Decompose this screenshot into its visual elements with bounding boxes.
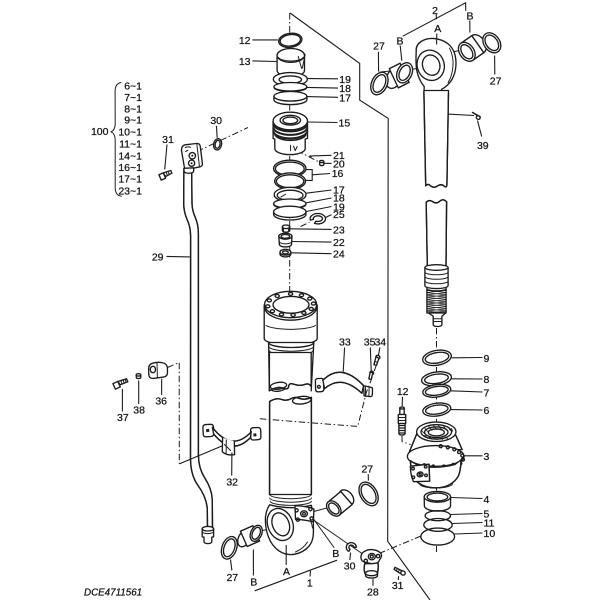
svg-text:13: 13 <box>239 56 251 68</box>
svg-text:B: B <box>332 548 339 560</box>
svg-text:27: 27 <box>226 572 238 584</box>
svg-text:9: 9 <box>484 353 490 365</box>
svg-text:19: 19 <box>333 201 345 213</box>
svg-text:10: 10 <box>484 528 496 540</box>
svg-text:36: 36 <box>155 395 167 407</box>
svg-text:39: 39 <box>477 140 489 152</box>
svg-text:12: 12 <box>239 35 251 47</box>
svg-text:9~1: 9~1 <box>124 114 142 126</box>
svg-text:7~1: 7~1 <box>124 92 142 104</box>
svg-text:22: 22 <box>333 237 345 249</box>
svg-text:31: 31 <box>392 580 404 592</box>
svg-text:5: 5 <box>484 509 490 521</box>
svg-text:23: 23 <box>333 224 345 236</box>
svg-text:B: B <box>250 577 257 589</box>
svg-text:A: A <box>434 23 441 35</box>
svg-text:16~1: 16~1 <box>118 162 142 174</box>
svg-text:6: 6 <box>484 405 490 417</box>
svg-text:14~1: 14~1 <box>118 151 142 163</box>
svg-text:37: 37 <box>117 412 129 424</box>
svg-text:17: 17 <box>333 185 345 197</box>
svg-text:8: 8 <box>484 374 490 386</box>
svg-text:30: 30 <box>210 115 222 127</box>
svg-text:28: 28 <box>367 586 379 598</box>
svg-text:16: 16 <box>332 168 344 180</box>
svg-text:17~1: 17~1 <box>118 173 142 185</box>
svg-text:18: 18 <box>339 83 351 95</box>
svg-text:25: 25 <box>333 209 345 221</box>
svg-text:27: 27 <box>490 76 502 88</box>
svg-text:31: 31 <box>162 134 174 146</box>
svg-text:1: 1 <box>307 577 313 589</box>
svg-text:A: A <box>283 566 290 578</box>
svg-text:23~1: 23~1 <box>118 186 142 198</box>
svg-text:21: 21 <box>333 150 345 162</box>
svg-text:B: B <box>396 36 403 48</box>
svg-text:19: 19 <box>339 74 351 86</box>
svg-text:DCE4711561: DCE4711561 <box>84 587 142 598</box>
svg-text:32: 32 <box>226 476 238 488</box>
svg-text:34: 34 <box>374 337 386 349</box>
svg-text:7: 7 <box>484 388 490 400</box>
svg-text:100: 100 <box>91 126 109 138</box>
svg-text:18: 18 <box>333 193 345 205</box>
svg-text:24: 24 <box>333 249 345 261</box>
svg-text:33: 33 <box>339 337 351 349</box>
svg-text:10~1: 10~1 <box>118 126 142 138</box>
svg-text:35: 35 <box>364 337 376 349</box>
svg-text:3: 3 <box>484 451 490 463</box>
svg-text:11~1: 11~1 <box>119 139 142 151</box>
svg-text:20: 20 <box>333 158 345 170</box>
svg-text:B: B <box>466 11 473 23</box>
svg-text:11: 11 <box>484 518 495 530</box>
svg-text:2: 2 <box>432 5 438 17</box>
svg-text:8~1: 8~1 <box>124 103 142 115</box>
svg-text:4: 4 <box>484 494 490 506</box>
svg-text:27: 27 <box>373 41 385 53</box>
svg-text:30: 30 <box>344 560 356 572</box>
svg-text:27: 27 <box>361 463 373 475</box>
svg-text:17: 17 <box>339 92 351 104</box>
svg-text:12: 12 <box>397 386 409 398</box>
svg-text:38: 38 <box>133 405 145 417</box>
svg-text:29: 29 <box>152 252 164 264</box>
svg-text:6~1: 6~1 <box>124 81 142 93</box>
svg-text:15: 15 <box>339 118 351 130</box>
